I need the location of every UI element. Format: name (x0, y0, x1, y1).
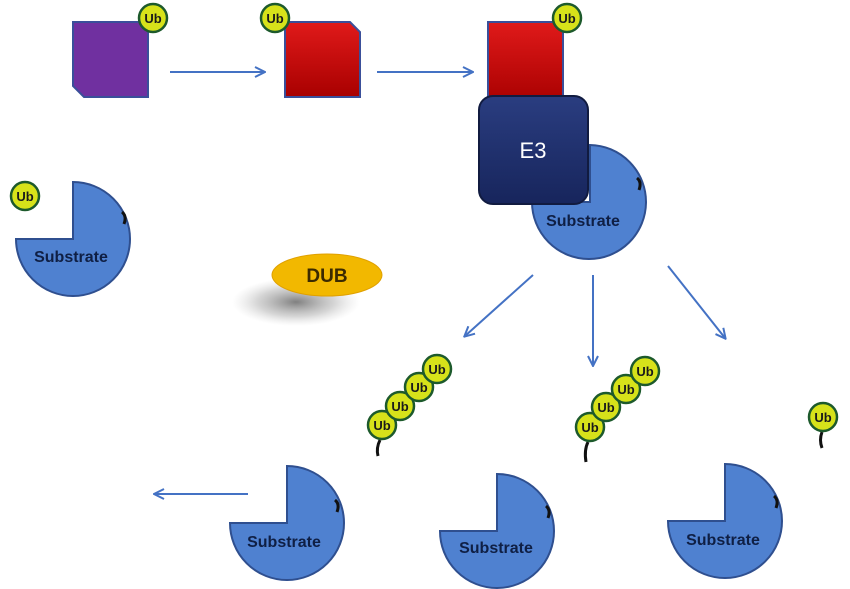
monoubiquitin: Ub (807, 401, 839, 449)
svg-text:Ub: Ub (373, 418, 390, 433)
ub-bead: Ub (610, 373, 642, 405)
svg-text:Ub: Ub (617, 382, 634, 397)
ub-label: Ub (558, 11, 575, 26)
svg-text:Ub: Ub (428, 362, 445, 377)
substrate-label: Substrate (247, 534, 321, 551)
linker-tail-icon (375, 439, 382, 457)
ub-bead: Ub (137, 2, 169, 34)
ub-label: Ub (144, 11, 161, 26)
e3-label: E3 (520, 138, 547, 163)
ub-label: Ub (16, 189, 33, 204)
ub-bead: Ub (629, 355, 661, 387)
ub-bead: Ub (574, 411, 606, 443)
substrate-pacman-icon: Substrate (438, 472, 555, 589)
ub-bead: Ub (590, 391, 622, 423)
ub-bead: Ub (384, 390, 416, 422)
substrate-pacman-icon: Substrate (228, 464, 345, 581)
ub-bead: Ub (551, 2, 583, 34)
e2-enzyme-shape (284, 21, 361, 98)
arrow-icon (667, 265, 725, 338)
substrate-label: Substrate (459, 540, 533, 557)
e1-enzyme-shape (72, 21, 149, 98)
linker-tail-icon (819, 431, 824, 449)
svg-text:Ub: Ub (597, 400, 614, 415)
svg-text:Ub: Ub (636, 364, 653, 379)
ub-bead: Ub (421, 353, 453, 385)
dub-enzyme: DUB (232, 253, 383, 326)
svg-text:Ub: Ub (814, 410, 831, 425)
svg-text:Ub: Ub (410, 380, 427, 395)
ub-bead: Ub (366, 409, 398, 441)
ub-bead: Ub (403, 371, 435, 403)
substrate-label: Substrate (546, 213, 620, 230)
e3-ligase-block: E3 (478, 95, 589, 205)
dub-label: DUB (306, 266, 347, 287)
linker-tail-icon (583, 441, 590, 463)
substrate-pacman-icon: Substrate (14, 180, 131, 297)
ub-bead: Ub (807, 401, 839, 433)
e2-enzyme-shape (487, 21, 564, 105)
svg-text:Ub: Ub (581, 420, 598, 435)
ub-bead: Ub (9, 180, 41, 212)
polyubiquitin-chain: Ub Ub Ub Ub (574, 355, 661, 463)
substrate-label: Substrate (686, 532, 760, 549)
substrate-pacman-icon: Substrate (666, 462, 783, 579)
arrow-icon (465, 274, 534, 336)
ub-bead: Ub (259, 2, 291, 34)
ub-label: Ub (266, 11, 283, 26)
svg-text:Ub: Ub (391, 399, 408, 414)
substrate-pacman-icon: Substrate (530, 143, 647, 260)
polyubiquitin-chain: Ub Ub Ub Ub (366, 353, 453, 457)
substrate-label: Substrate (34, 249, 108, 266)
